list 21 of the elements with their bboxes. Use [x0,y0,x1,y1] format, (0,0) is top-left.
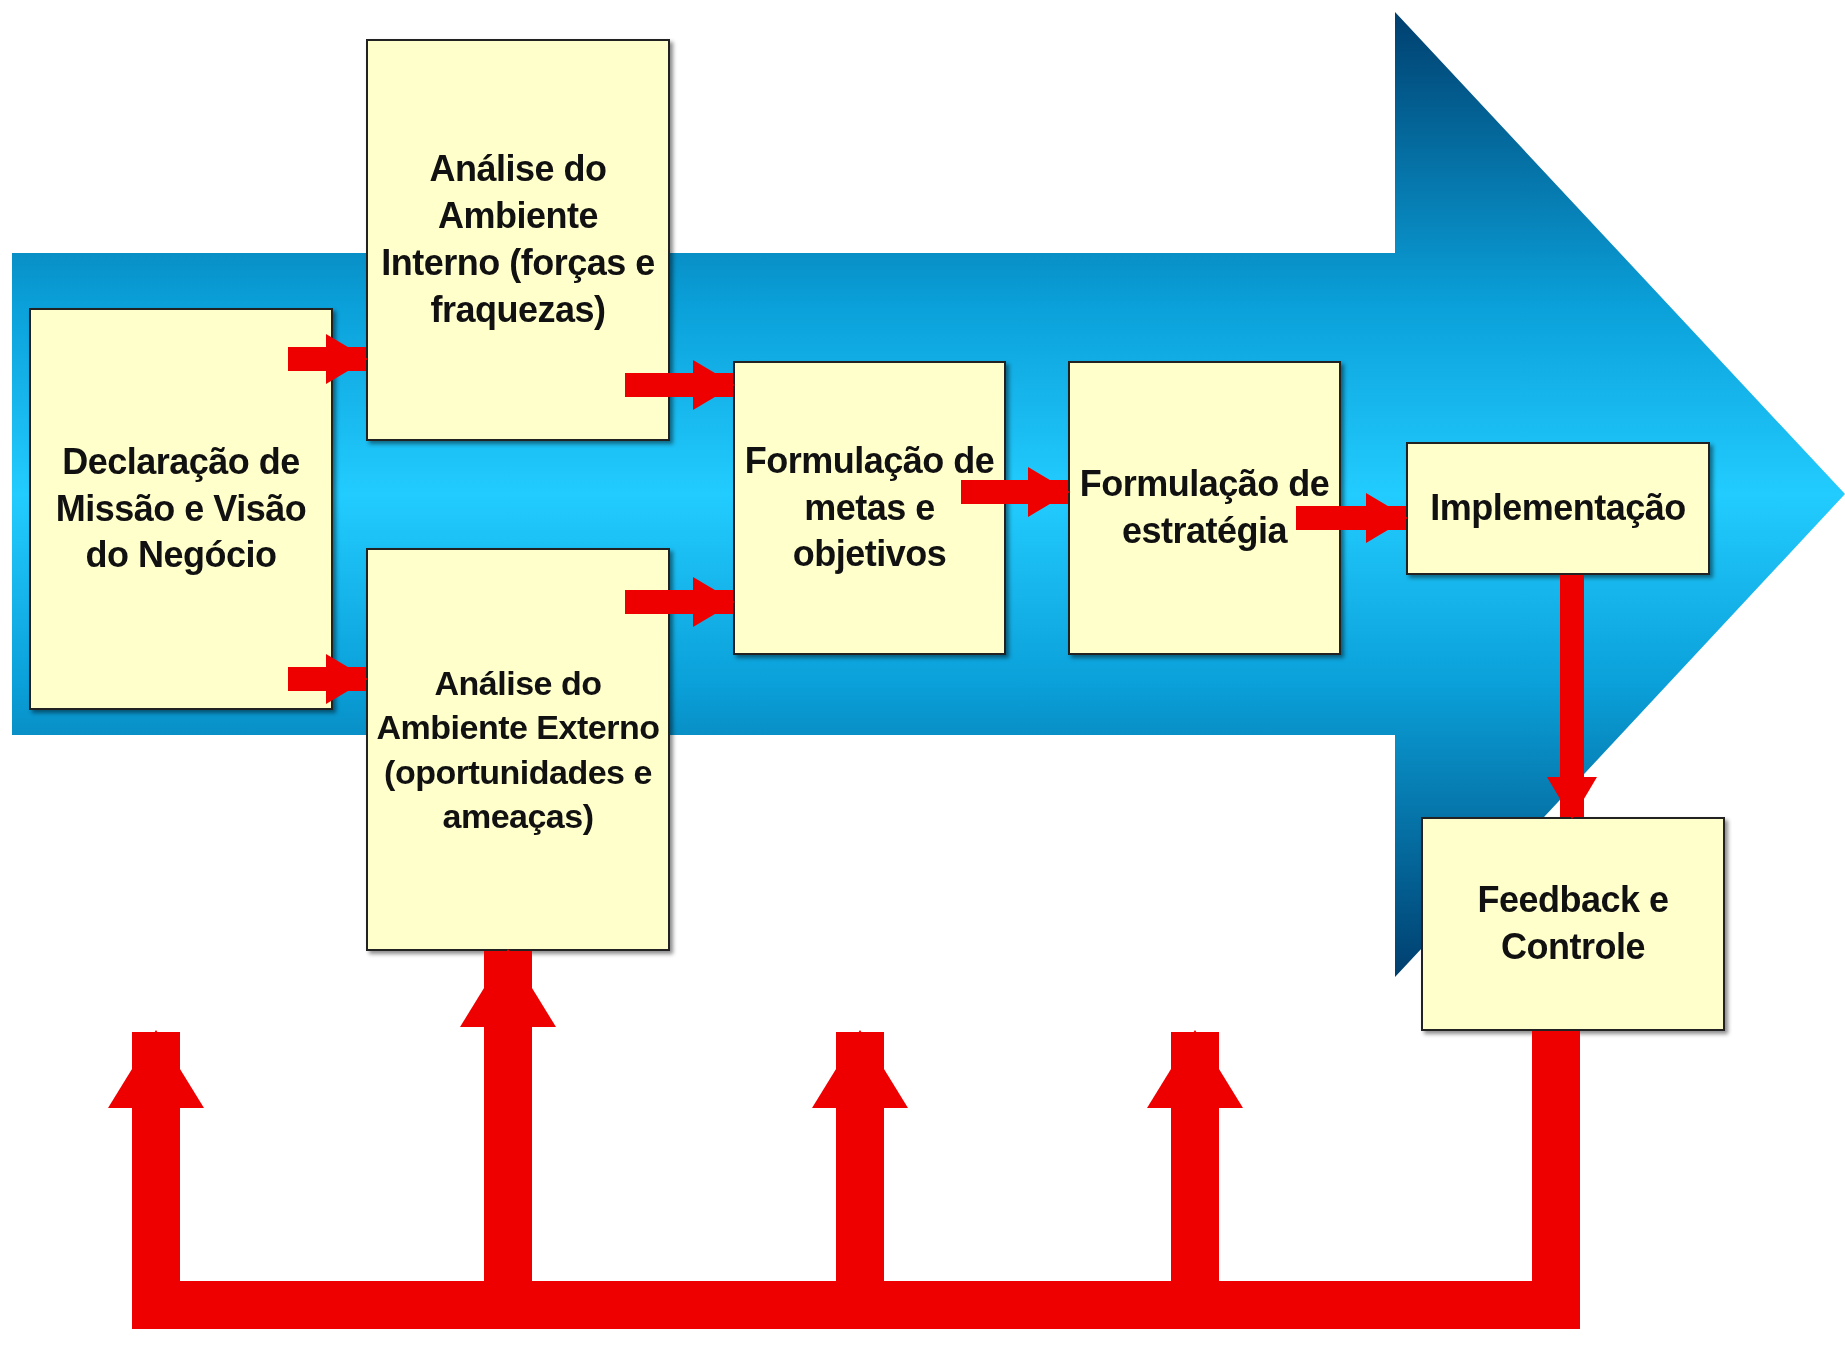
process-box [366,39,670,441]
arrow [961,467,1070,517]
process-box [29,308,333,710]
arrow [288,334,368,384]
arrow [288,654,368,704]
arrow [1547,575,1597,819]
box-label: Formulação de estratégia [1078,462,1331,553]
box-label: Declaração de Missão e Visão do Negócio [54,439,308,578]
process-box [1421,817,1725,1031]
box-label: Análise do Ambiente Externo (oportunidades e ameaças) [376,663,660,837]
arrow [625,577,735,627]
arrow [625,360,735,410]
arrow [1296,493,1408,543]
box-label: Análise do Ambiente Interno (forças e fraquezas) [380,147,656,332]
box-label: Formulação de metas e objetivos [743,438,996,577]
process-box [1406,442,1710,575]
box-label: Feedback e Controle [1476,878,1670,969]
process-box [366,548,670,951]
process-box [1068,361,1341,655]
box-label: Implementação [1430,486,1686,531]
process-box [733,361,1006,655]
